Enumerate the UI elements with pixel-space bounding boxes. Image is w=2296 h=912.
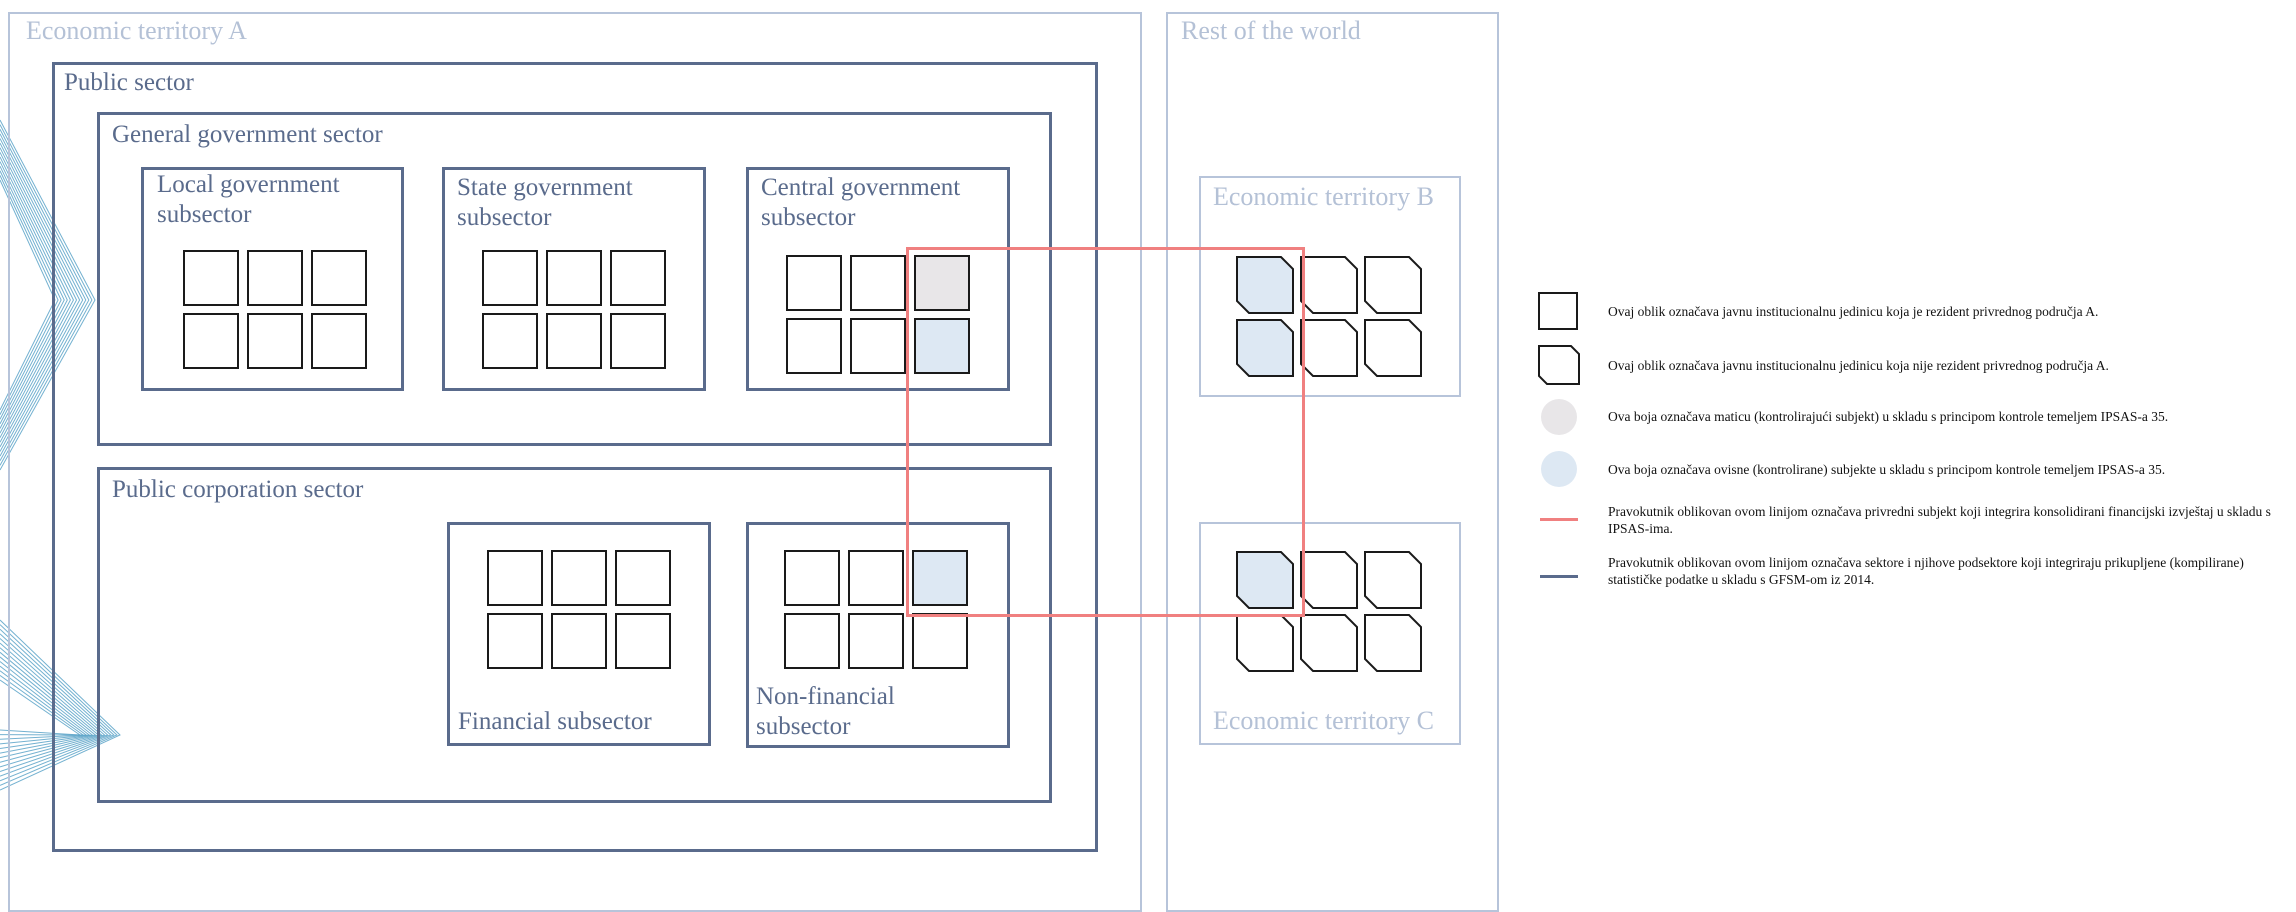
resident-unit xyxy=(784,613,840,669)
economic-territory-a-label: Economic territory A xyxy=(26,16,247,45)
resident-unit xyxy=(551,613,607,669)
resident-unit xyxy=(848,613,904,669)
non-financial-subsector xyxy=(746,522,1010,748)
resident-unit xyxy=(912,550,968,606)
general-government-sector-label: General government sector xyxy=(112,121,383,148)
non-resident-unit xyxy=(1236,614,1294,672)
legend-text-resident: Ovaj oblik označava javnu institucionaln… xyxy=(1608,304,2099,319)
resident-unit xyxy=(786,255,842,311)
resident-unit xyxy=(912,613,968,669)
controlled-entity-icon xyxy=(1541,451,1577,487)
resident-unit xyxy=(183,313,239,369)
resident-unit xyxy=(183,250,239,306)
resident-unit xyxy=(786,318,842,374)
public-sector xyxy=(52,62,1098,852)
central-government-subsector xyxy=(746,167,1010,391)
resident-unit xyxy=(610,250,666,306)
resident-unit xyxy=(311,313,367,369)
resident-unit xyxy=(850,318,906,374)
resident-unit xyxy=(247,250,303,306)
economic-territory-b-label: Economic territory B xyxy=(1213,182,1434,211)
non-resident-unit xyxy=(1300,256,1358,314)
resident-unit xyxy=(546,250,602,306)
resident-unit xyxy=(848,550,904,606)
local-government-subsector xyxy=(141,167,404,391)
ipsas-consolidation-rectangle xyxy=(906,247,1305,617)
non-financial-subsector-label: Non-financial subsector xyxy=(756,683,895,740)
resident-unit xyxy=(546,313,602,369)
non-resident-unit xyxy=(1236,551,1294,609)
resident-unit xyxy=(482,313,538,369)
resident-unit xyxy=(311,250,367,306)
state-government-subsector-label: State government subsector xyxy=(457,174,633,231)
general-government-sector xyxy=(97,112,1052,446)
non-resident-unit xyxy=(1300,319,1358,377)
resident-unit xyxy=(610,313,666,369)
legend-text-non-resident: Ovaj oblik označava javnu institucionaln… xyxy=(1608,358,2109,373)
public-corporation-sector-label: Public corporation sector xyxy=(112,476,364,503)
resident-unit xyxy=(551,550,607,606)
resident-unit xyxy=(914,255,970,311)
legend-text-blue-line: Pravokutnik oblikovan ovom linijom označ… xyxy=(1608,555,2244,587)
economic-territory-c xyxy=(1199,522,1461,745)
non-resident-unit xyxy=(1236,319,1294,377)
decorative-fan-lines xyxy=(0,119,121,791)
resident-unit xyxy=(914,318,970,374)
blue-line-icon xyxy=(1540,575,1578,578)
public-sector-label: Public sector xyxy=(64,69,194,96)
resident-unit xyxy=(850,255,906,311)
red-line-icon xyxy=(1540,518,1578,521)
non-resident-unit xyxy=(1300,551,1358,609)
resident-unit xyxy=(615,613,671,669)
economic-territory-c-label: Economic territory C xyxy=(1213,706,1434,735)
resident-unit xyxy=(247,313,303,369)
non-resident-unit xyxy=(1300,614,1358,672)
non-resident-unit xyxy=(1364,256,1422,314)
non-resident-unit xyxy=(1364,551,1422,609)
non-resident-unit-icon xyxy=(1538,345,1580,390)
resident-unit xyxy=(784,550,840,606)
non-resident-unit xyxy=(1364,319,1422,377)
resident-unit xyxy=(482,250,538,306)
legend-text-controlled: Ova boja označava ovisne (kontrolirane) … xyxy=(1608,462,2166,477)
resident-unit xyxy=(615,550,671,606)
rest-of-the-world-label: Rest of the world xyxy=(1181,16,1361,45)
legend-text-controlling: Ova boja označava maticu (kontrolirajući… xyxy=(1608,409,2169,424)
local-government-subsector-label: Local government subsector xyxy=(157,171,340,228)
legend-text-red-line: Pravokutnik oblikovan ovom linijom označ… xyxy=(1608,504,2271,536)
state-government-subsector xyxy=(442,167,706,391)
financial-subsector xyxy=(447,522,711,746)
resident-unit xyxy=(487,613,543,669)
central-government-subsector-label: Central government subsector xyxy=(761,174,961,231)
financial-subsector-label: Financial subsector xyxy=(458,708,652,735)
non-resident-unit xyxy=(1364,614,1422,672)
non-resident-unit xyxy=(1236,256,1294,314)
controlling-entity-icon xyxy=(1541,399,1577,435)
public-corporation-sector xyxy=(97,467,1052,803)
economic-territory-b xyxy=(1199,176,1461,397)
resident-unit xyxy=(487,550,543,606)
resident-unit-icon xyxy=(1538,292,1578,330)
